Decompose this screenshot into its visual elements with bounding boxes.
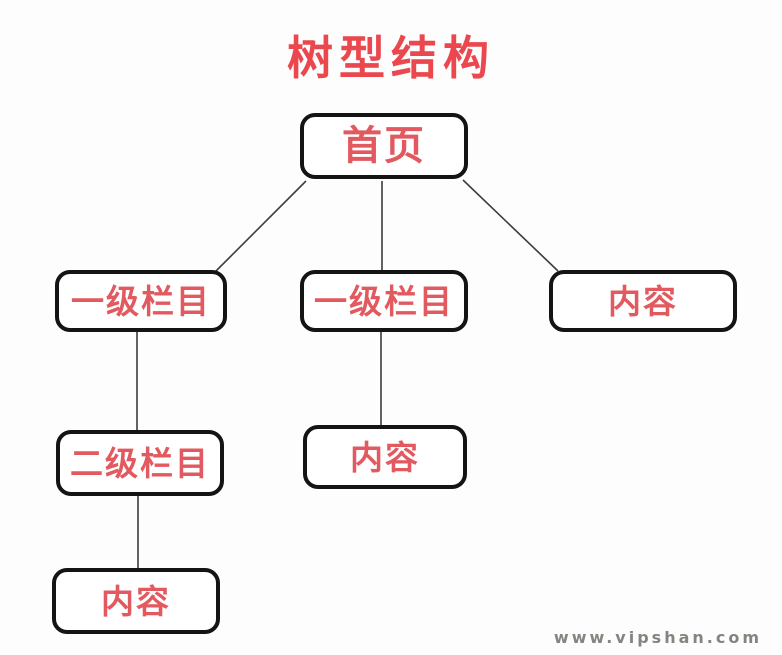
node-root: 首页 [300,113,468,179]
connector-root-to-content-right [462,179,559,272]
watermark: www.vipshan.com [553,628,762,647]
node-content-mid: 内容 [303,425,467,489]
diagram-title: 树型结构 [287,31,495,85]
node-content-right: 内容 [549,270,737,332]
node-level1-left: 一级栏目 [55,270,227,332]
node-level1-mid: 一级栏目 [300,270,468,332]
connector-root-to-level1-left [215,180,307,272]
node-root-label: 首页 [342,123,426,169]
node-content-bottom-left: 内容 [52,568,220,634]
node-content-right-label: 内容 [608,281,678,321]
node-level1-left-label: 一级栏目 [71,281,211,321]
node-level1-mid-label: 一级栏目 [314,281,454,321]
node-content-bottom-left-label: 内容 [101,581,171,621]
node-content-mid-label: 内容 [350,437,420,477]
node-level2-left: 二级栏目 [56,430,224,496]
node-level2-left-label: 二级栏目 [70,443,210,483]
